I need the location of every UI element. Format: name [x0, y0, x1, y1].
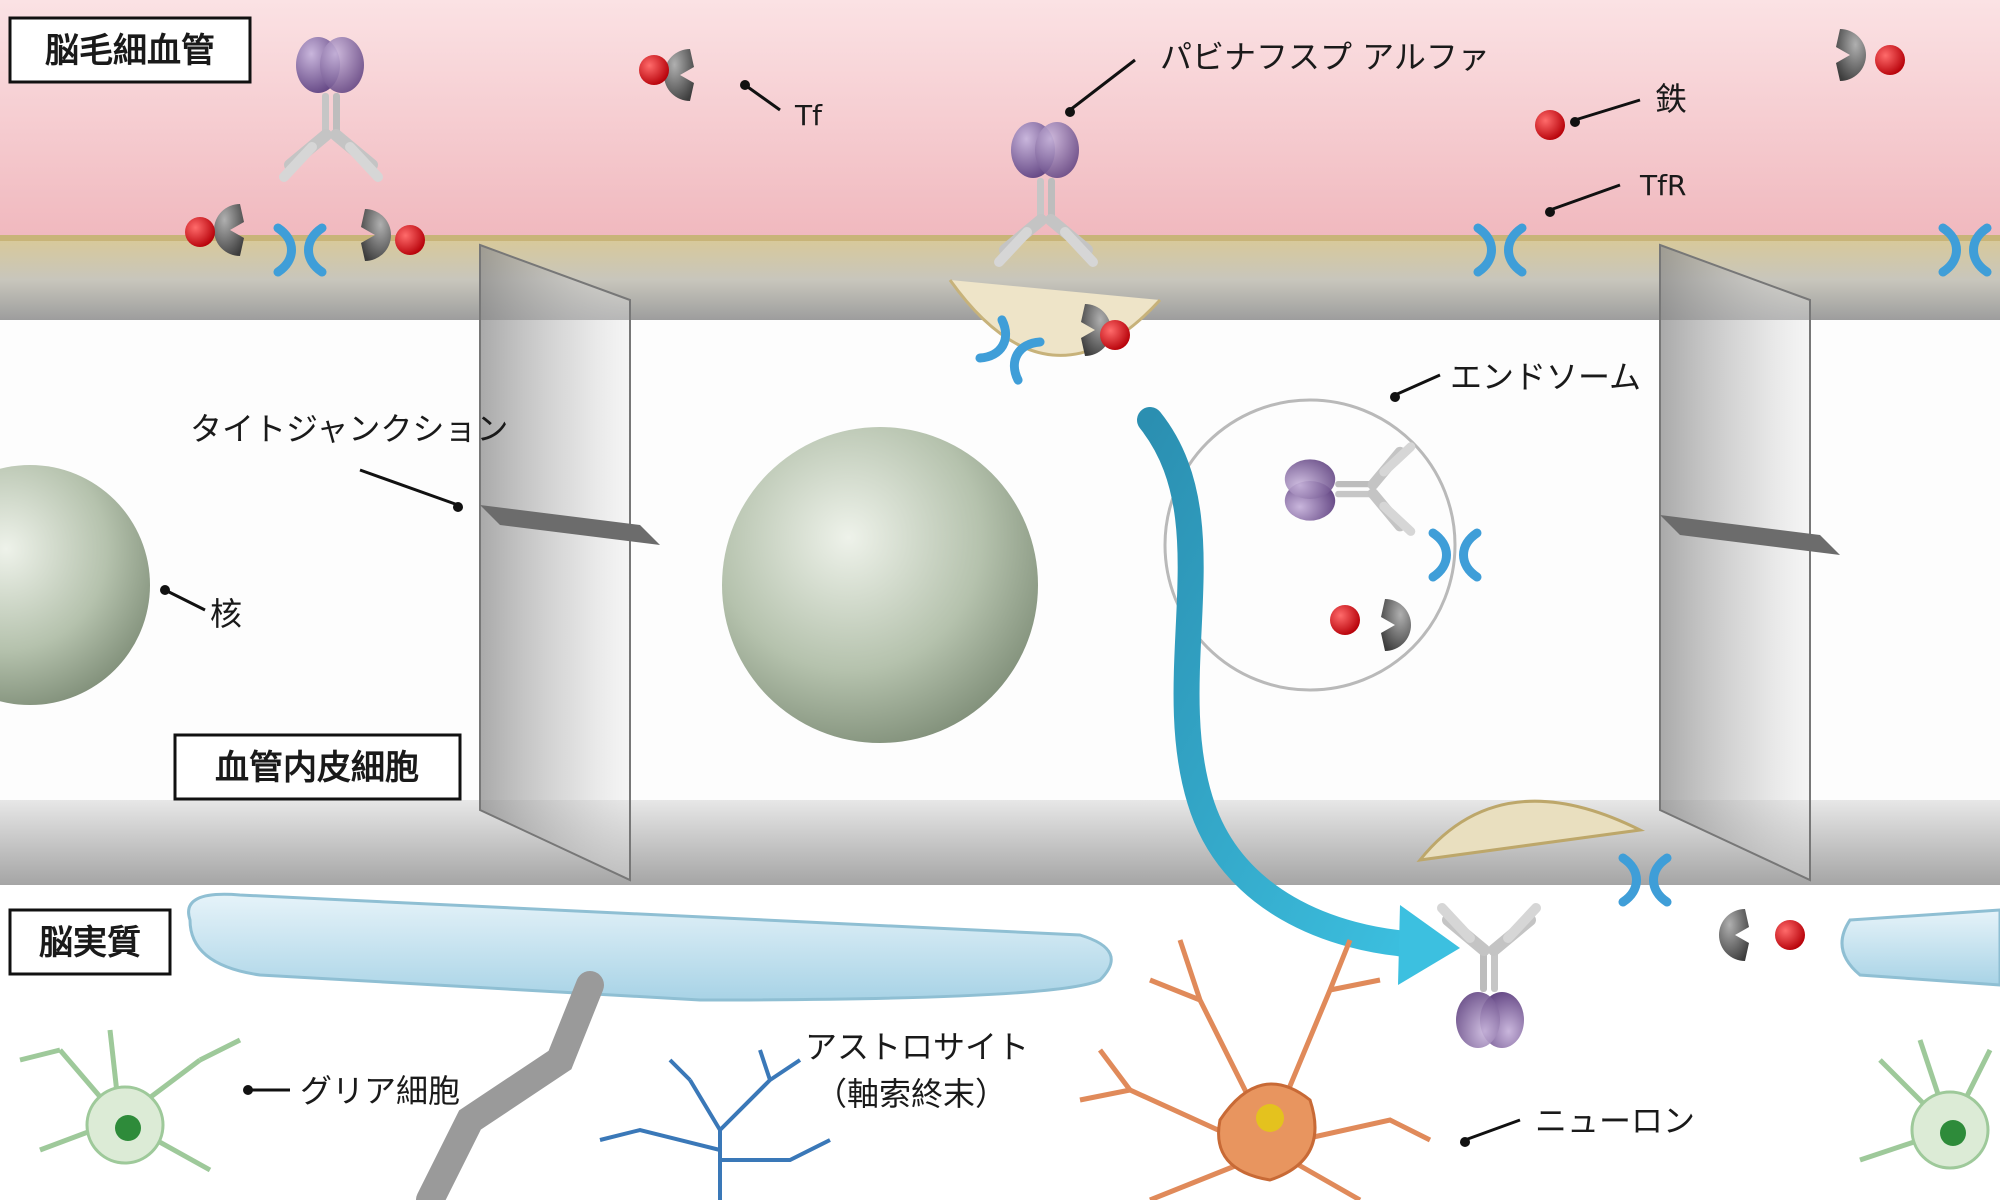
label-neuron: ニューロン [1535, 1102, 1695, 1140]
label-astrocyte: アストロサイト [805, 1028, 1029, 1066]
astrocyte-branches [600, 1050, 830, 1200]
neuron-nucleus [1256, 1104, 1284, 1132]
glial-nucleus-right [1940, 1120, 1966, 1146]
astrocyte-endfoot-right [1842, 910, 2000, 985]
transferrin-brain [1719, 909, 1749, 961]
label-iron: 鉄 [1655, 80, 1687, 118]
label-nucleus: 核 [210, 595, 242, 633]
free-iron [1535, 110, 1565, 140]
label-tight-junction: タイトジャンクション [190, 410, 508, 448]
label-endosome: エンドソーム [1450, 358, 1641, 396]
label-tfr: TfR [1639, 169, 1686, 202]
iron-2 [1875, 45, 1905, 75]
label-pabinafusp-alfa: パビナフスプ アルファ [1160, 38, 1490, 76]
iron-4 [395, 225, 425, 255]
iron-brain [1775, 920, 1805, 950]
iron-vesicle [1100, 320, 1130, 350]
label-endothelial-cell: 血管内皮細胞 [215, 748, 419, 788]
blood-lumen [0, 0, 2000, 245]
iron-endosome [1330, 605, 1360, 635]
label-tf: Tf [794, 99, 823, 132]
iron-3 [185, 217, 215, 247]
antibody-brain [1442, 908, 1536, 1048]
label-brain-capillary: 脳毛細血管 [45, 31, 215, 71]
cell-boundary-right [1660, 245, 1810, 880]
cell-boundary-left [480, 245, 630, 880]
iron-1 [639, 55, 669, 85]
label-brain-parenchyma: 脳実質 [39, 923, 141, 963]
label-axon-terminal: （軸索終末） [815, 1075, 1007, 1113]
glial-nucleus [115, 1115, 141, 1141]
astrocyte-endfoot [189, 894, 1112, 1000]
nucleus-center [722, 427, 1038, 743]
label-glial-cell: グリア細胞 [300, 1072, 460, 1110]
